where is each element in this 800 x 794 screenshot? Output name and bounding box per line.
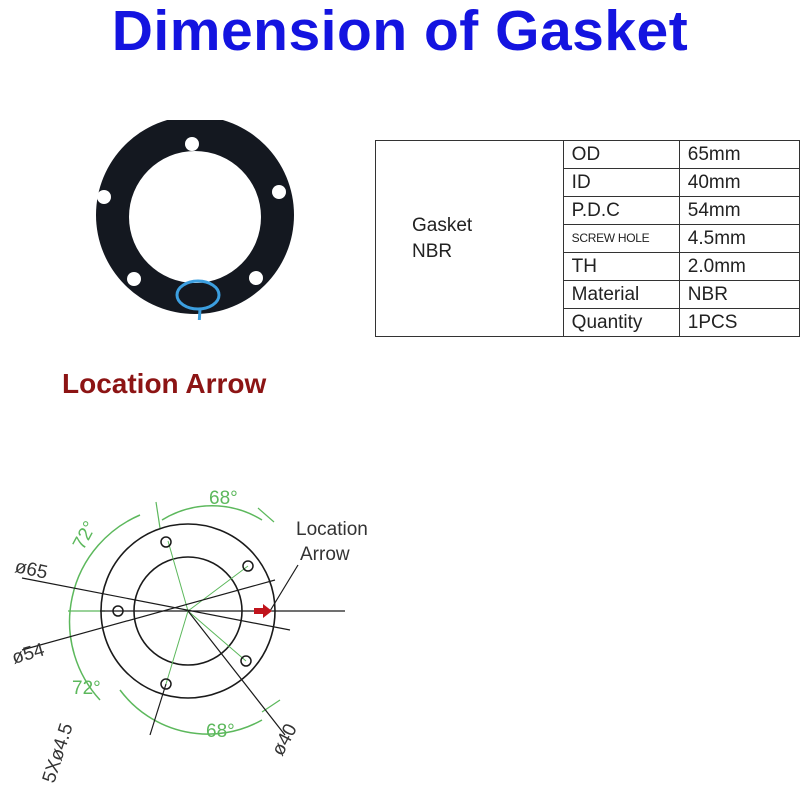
- angle-ext-line: [257, 507, 275, 523]
- param-cell: SCREW HOLE: [562, 224, 680, 253]
- value-cell: 40mm: [678, 168, 800, 197]
- table-row: Gasket NBR OD 65mm: [375, 140, 800, 337]
- screw-hole: [240, 655, 252, 667]
- value-cell: 54mm: [678, 196, 800, 225]
- group-line-1: Gasket: [412, 214, 473, 236]
- material-group-cell: Gasket NBR: [375, 140, 564, 337]
- table-row: Material NBR: [376, 280, 800, 309]
- value-cell: NBR: [678, 280, 800, 309]
- gasket-inner-hole: [129, 151, 261, 283]
- param-cell: OD: [562, 140, 680, 169]
- dimension-drawing: 68° 72° 72° 68° ø65 ø54 ø40 5Xø4.5 Locat…: [10, 488, 368, 786]
- screw-hole: [272, 185, 286, 199]
- table-row: SCREW HOLE 4.5mm: [376, 224, 800, 253]
- screw-hole: [185, 137, 199, 151]
- centerline: [187, 565, 249, 612]
- pdc-leader: [21, 579, 276, 651]
- hole-leader: [149, 683, 167, 736]
- pdc-dimension-label: ø54: [10, 639, 48, 668]
- value-cell: 65mm: [678, 140, 800, 169]
- angle-ext-line: [261, 699, 281, 713]
- table-row: P.D.C 54mm: [376, 196, 800, 225]
- param-cell: Quantity: [562, 308, 680, 337]
- param-cell: Material: [562, 280, 680, 309]
- screw-hole: [242, 560, 254, 572]
- location-arrow-icon: [263, 604, 272, 618]
- angle-label-top: 68°: [209, 488, 238, 509]
- param-cell: TH: [562, 252, 680, 281]
- angle-arc-left: [68, 514, 141, 701]
- screw-hole: [112, 605, 124, 617]
- screw-hole: [160, 536, 172, 548]
- table-row: TH 2.0mm: [376, 252, 800, 281]
- screw-hole: [160, 678, 172, 690]
- value-cell: 2.0mm: [678, 252, 800, 281]
- angle-label-bottom: 68°: [206, 721, 235, 742]
- screw-hole: [97, 190, 111, 204]
- table-row: Quantity 1PCS: [376, 308, 800, 337]
- screw-hole: [127, 272, 141, 286]
- id-dimension-label: ø40: [268, 721, 302, 760]
- angle-arc-top: [161, 505, 263, 521]
- value-cell: 4.5mm: [678, 224, 800, 253]
- od-dimension-label: ø65: [13, 556, 49, 583]
- location-label-line2: Arrow: [300, 544, 350, 565]
- screw-hole: [249, 271, 263, 285]
- hole-dimension-label: 5Xø4.5: [39, 721, 78, 786]
- value-cell: 1PCS: [678, 308, 800, 337]
- location-leader: [269, 564, 299, 612]
- angle-arc-bottom: [119, 689, 263, 735]
- page-title: Dimension of Gasket: [111, 0, 689, 63]
- angle-label-lower-left: 72°: [72, 678, 101, 699]
- group-line-2: NBR: [412, 240, 453, 262]
- location-arrow-shaft: [254, 608, 264, 614]
- param-cell: P.D.C: [562, 196, 680, 225]
- od-leader: [21, 577, 291, 631]
- location-label-line1: Location: [296, 519, 368, 540]
- angle-ext-line: [155, 501, 161, 529]
- location-arrow-label: Location Arrow: [62, 368, 267, 399]
- centerline: [187, 610, 247, 662]
- gasket-photo: [96, 120, 294, 320]
- location-marker-line: [197, 308, 202, 320]
- centerline: [165, 610, 189, 685]
- param-cell: ID: [562, 168, 680, 197]
- id-leader: [187, 610, 286, 736]
- location-marker-ring: [175, 279, 221, 311]
- spec-table: Gasket NBR OD 65mm ID 40mm P.D.C 54mm SC…: [375, 140, 800, 337]
- centerline: [167, 540, 189, 612]
